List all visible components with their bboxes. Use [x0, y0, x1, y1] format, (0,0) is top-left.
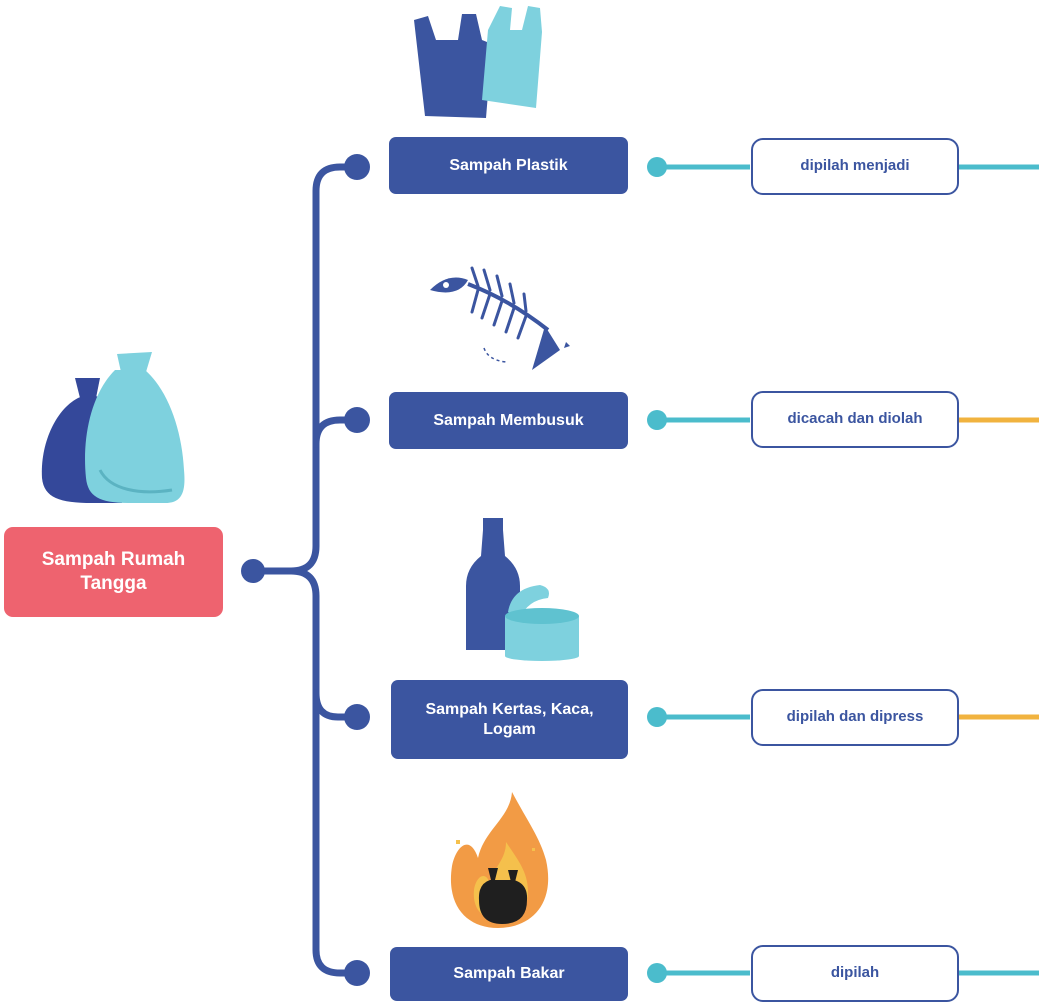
category-box-kertas-kaca-logam: Sampah Kertas, Kaca, Logam: [391, 680, 628, 759]
bottle-and-can-icon: [466, 518, 579, 661]
category-box-plastik: Sampah Plastik: [389, 137, 628, 194]
category-box-bakar: Sampah Bakar: [390, 947, 628, 1001]
process-connectors: [647, 157, 1039, 983]
fish-bone-icon: [430, 266, 570, 370]
root-node: Sampah Rumah Tangga: [4, 527, 223, 617]
tree-connector: [248, 163, 360, 977]
process-box-membusuk: dicacah dan diolah: [751, 391, 959, 448]
burning-trash-icon: [450, 792, 549, 928]
garbage-bags-icon: [41, 352, 185, 503]
process-box-bakar: dipilah: [751, 945, 959, 1002]
process-box-kertas: dipilah dan dipress: [751, 689, 959, 746]
tree-nodes: [241, 154, 370, 986]
category-box-membusuk: Sampah Membusuk: [389, 392, 628, 449]
plastic-bags-icon: [414, 6, 542, 118]
process-box-plastik: dipilah menjadi: [751, 138, 959, 195]
